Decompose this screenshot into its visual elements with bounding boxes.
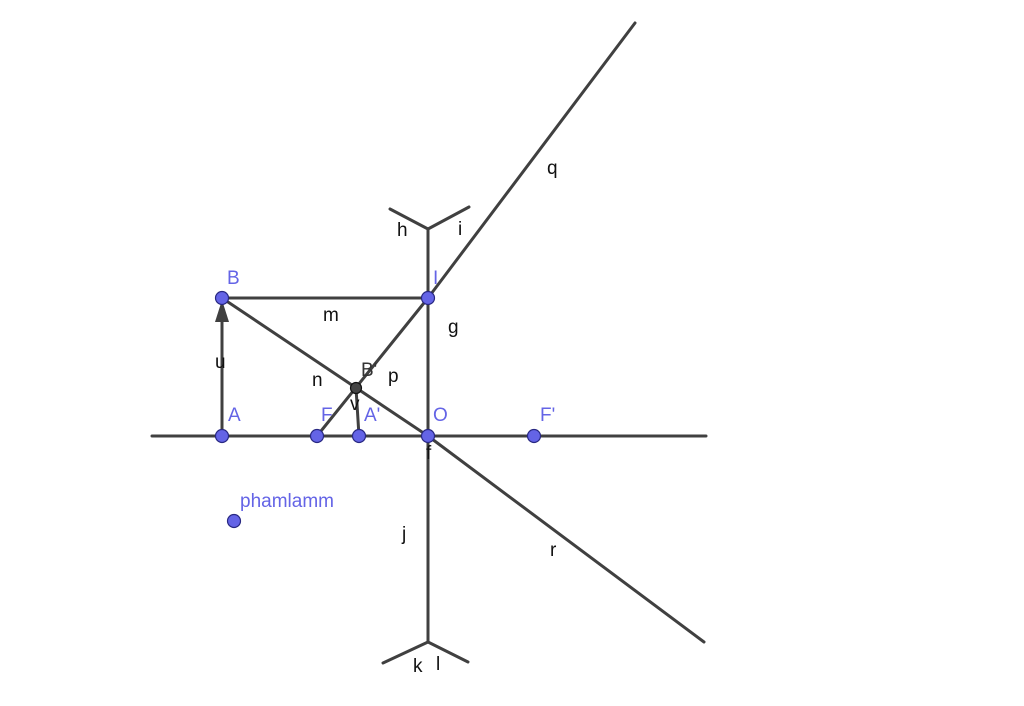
ray-n[interactable]: [220, 296, 430, 438]
object-arrowhead: [215, 300, 229, 322]
lens-end-k[interactable]: [381, 640, 430, 665]
label-j: j: [401, 524, 406, 545]
label-A-prime: A': [364, 405, 380, 426]
label-f: f: [426, 443, 432, 464]
label-B-prime: B': [361, 360, 377, 381]
label-m: m: [323, 305, 339, 326]
label-A: A: [228, 405, 241, 426]
point-B[interactable]: [214, 290, 230, 306]
lens-end-h[interactable]: [388, 207, 430, 231]
label-k: k: [413, 656, 423, 677]
label-F-prime: F': [540, 405, 555, 426]
ray-q[interactable]: [426, 21, 637, 300]
point-F[interactable]: [309, 428, 325, 444]
ray-r[interactable]: [426, 434, 706, 644]
label-B: B: [227, 268, 240, 289]
label-F: F: [321, 405, 333, 426]
point-I[interactable]: [420, 290, 436, 306]
label-I: I: [433, 268, 438, 289]
lens-end-i[interactable]: [426, 205, 471, 231]
label-l: l: [436, 654, 440, 675]
point-A[interactable]: [214, 428, 230, 444]
point-F-prime[interactable]: [526, 428, 542, 444]
label-u: u: [215, 352, 226, 373]
ray-p[interactable]: [315, 296, 430, 438]
label-O: O: [433, 405, 448, 426]
label-i: i: [458, 219, 462, 240]
label-p: p: [388, 366, 399, 387]
lens-end-l[interactable]: [426, 640, 470, 664]
label-n: n: [312, 370, 323, 391]
label-r: r: [550, 540, 557, 561]
point-B-prime[interactable]: [349, 381, 363, 395]
label-v: v: [350, 394, 360, 415]
label-g: g: [448, 317, 459, 338]
label-phamlamm: phamlamm: [240, 491, 334, 512]
point-A-prime[interactable]: [351, 428, 367, 444]
image-vector-v[interactable]: [354, 386, 361, 438]
label-q: q: [547, 158, 558, 179]
point-O[interactable]: [420, 428, 436, 444]
point-phamlamm[interactable]: [226, 513, 242, 529]
label-h: h: [397, 220, 408, 241]
